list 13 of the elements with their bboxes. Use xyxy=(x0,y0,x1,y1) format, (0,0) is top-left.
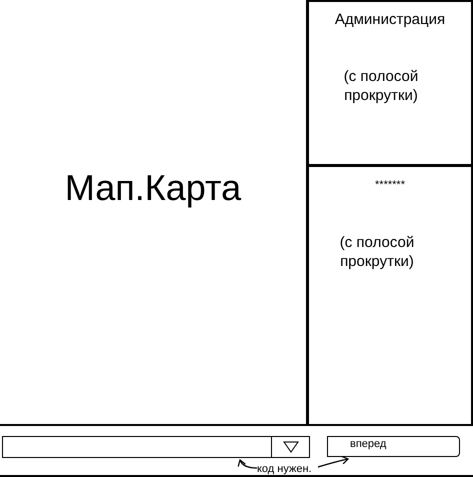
hand-drawn-arrow xyxy=(238,459,258,469)
map-panel xyxy=(0,0,308,426)
dropdown-field xyxy=(2,436,310,458)
list-panel xyxy=(307,165,473,426)
note-text: код нужен. xyxy=(257,462,315,476)
panel-heading: Администрация xyxy=(334,10,446,30)
hand-drawn-arrow xyxy=(318,456,349,468)
list-panel xyxy=(307,0,473,166)
panel-note: (с полосой прокрутки) xyxy=(342,67,420,105)
map-title: Мап.Карта xyxy=(64,166,242,210)
panel-heading: ******* xyxy=(374,178,406,193)
next-button: вперед xyxy=(327,436,460,457)
panel-note: (с полосой прокрутки) xyxy=(338,233,416,271)
